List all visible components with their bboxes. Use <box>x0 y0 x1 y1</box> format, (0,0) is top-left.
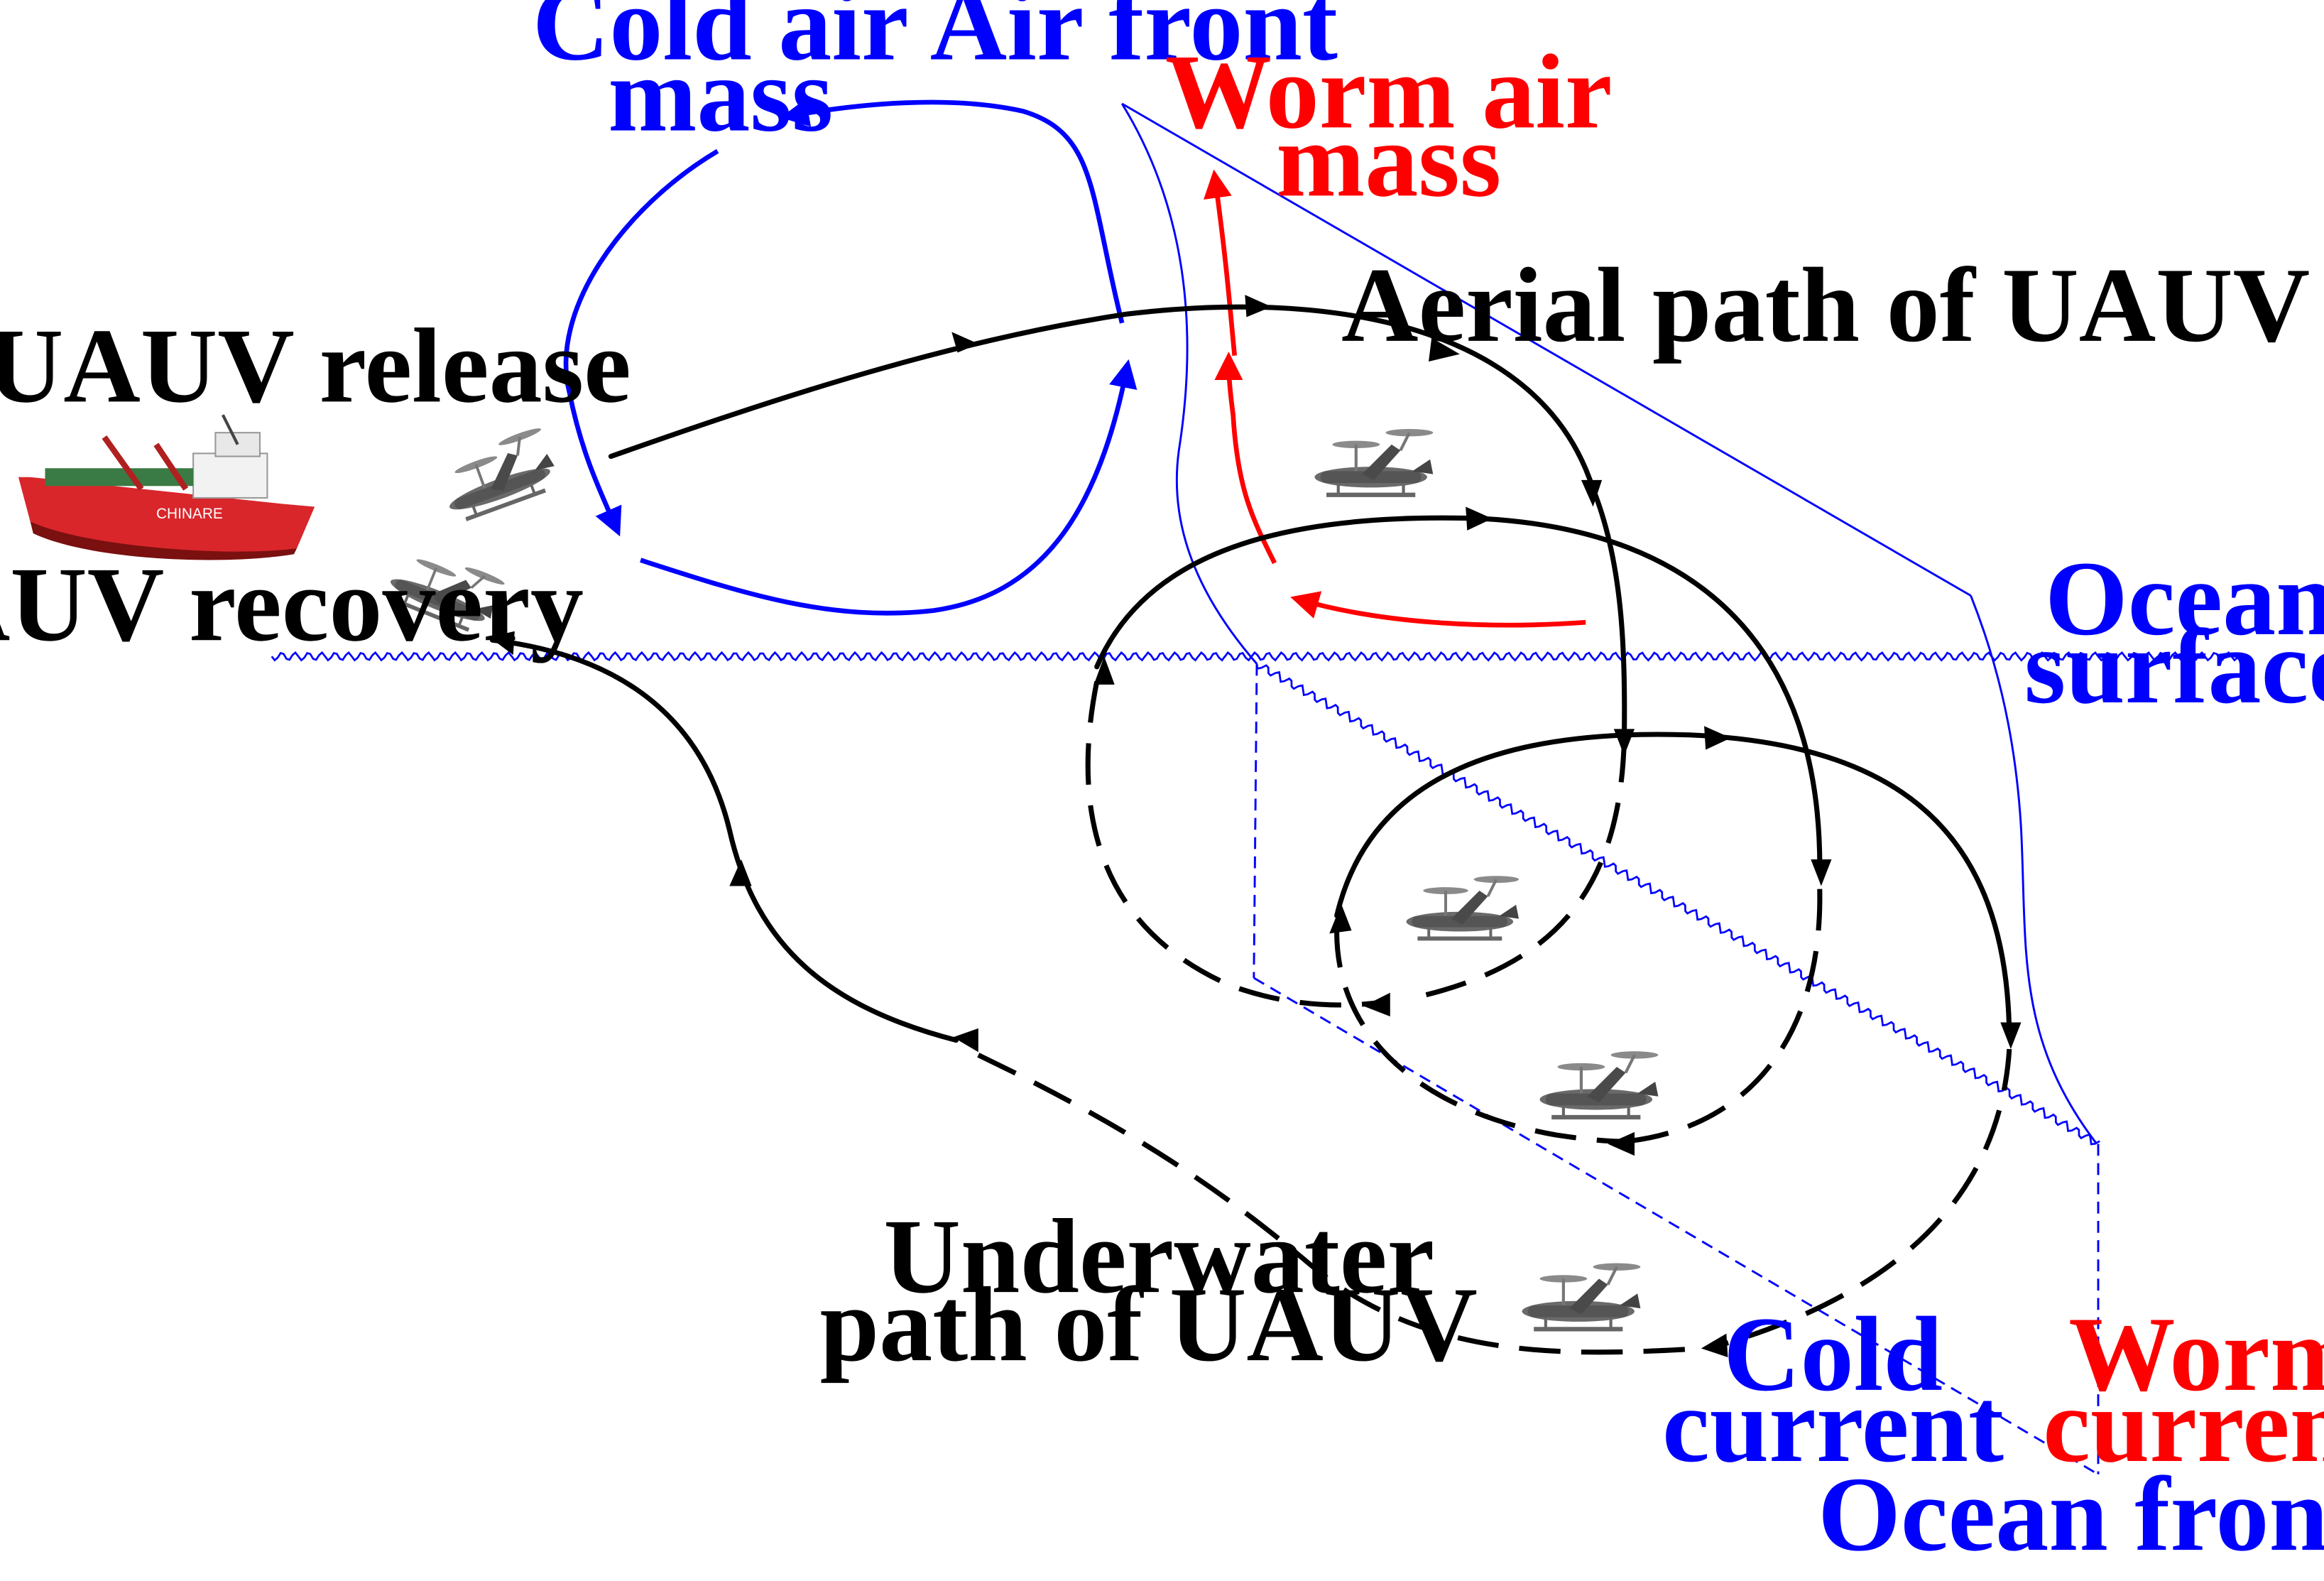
worm-air-mass-label-line2: mass <box>1276 101 1501 219</box>
air-front-label: Air front <box>930 0 1338 82</box>
air-front-top-edge <box>1121 102 1972 597</box>
ocean-front-right-curve <box>1970 595 2098 1145</box>
aerial-path-arrows <box>489 295 2022 1053</box>
drone-icon <box>1314 429 1433 495</box>
aerial-path <box>489 304 2012 1043</box>
drone-icon <box>1539 1051 1658 1117</box>
uauv-release-label: UAUV release <box>0 307 631 425</box>
ocean-surface-label-line2: surface <box>2024 608 2324 726</box>
drone-icon <box>434 425 561 523</box>
underwater-path-arrows <box>1363 992 1728 1357</box>
ocean-surface-line <box>271 651 2238 662</box>
ship-icon: CHINARE <box>18 414 315 560</box>
cold-current-label-line1: Cold <box>1723 1295 1943 1413</box>
underwater-path-label-line2: path of UAUV <box>820 1266 1478 1384</box>
cold-air-mass-loop <box>563 98 1138 616</box>
drone-icon <box>1522 1264 1640 1330</box>
worm-current-label-line2: current <box>2043 1367 2324 1484</box>
aerial-path-label: Aerial path of UAUV <box>1341 246 2310 364</box>
cold-current-label-line2: current <box>1662 1367 2004 1484</box>
air-front-surface <box>1120 102 2098 1145</box>
air-front-boundary-curve <box>1120 103 1258 665</box>
worm-air-mass-label-line1: Worm air <box>1165 33 1613 151</box>
warm-air-mass-flow <box>1204 169 1586 628</box>
cold-air-mass-label-line1: Cold air <box>533 0 909 82</box>
ocean-front-surface-wave <box>1255 663 2100 1146</box>
cold-air-mass-label-line2: mass <box>608 36 833 154</box>
worm-current-label-line1: Worm <box>2068 1295 2324 1413</box>
underwater-path-label-line1: Underwater <box>883 1197 1434 1315</box>
drone-icon <box>1407 876 1520 938</box>
ocean-surface-label-line1: Ocean <box>2045 540 2324 658</box>
ocean-front-label: Ocean front <box>1818 1455 2324 1573</box>
ship-hull-text: CHINARE <box>156 506 223 522</box>
uauv-recovery-label: UAUV recovery <box>0 545 584 663</box>
